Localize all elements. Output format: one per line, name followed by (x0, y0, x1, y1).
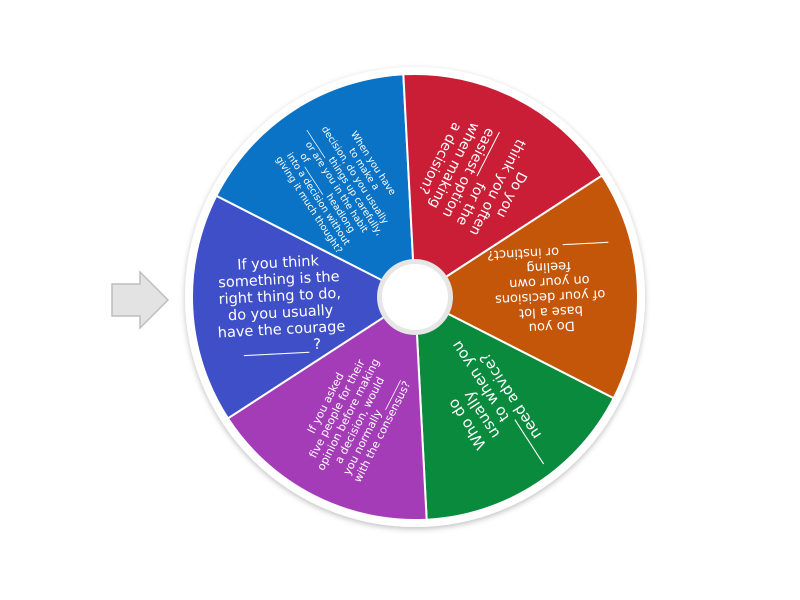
wheel-hub-center[interactable] (382, 264, 448, 330)
segment-text-line: Do you (528, 318, 575, 335)
wheel-segment-advice (413, 295, 616, 521)
arrow-right-icon (111, 270, 170, 330)
segment-text-line: _______ or instinct? (487, 241, 610, 262)
segment-text-line: do you usually (228, 303, 335, 325)
segment-text-line: on your own (509, 272, 590, 291)
wheel-segment-think-carefully (214, 73, 417, 299)
segment-text-line: have the courage (217, 319, 345, 342)
segment-text-line: _________ ? (242, 337, 321, 357)
wheel-segment-consensus (226, 295, 428, 521)
wheel-segment-easiest-option (402, 73, 604, 299)
segment-text-line: of your decisions (494, 286, 605, 307)
wheel-segment-courage (191, 194, 417, 420)
segment-text-line: If you think (237, 253, 320, 273)
segment-text-line: feeling (526, 258, 571, 275)
segment-text-line: right thing to do, (218, 286, 341, 308)
segment-text-line: base a lot (519, 302, 584, 320)
segment-text-line: something is the (218, 269, 340, 291)
wheel-segment-instinct (413, 174, 639, 400)
